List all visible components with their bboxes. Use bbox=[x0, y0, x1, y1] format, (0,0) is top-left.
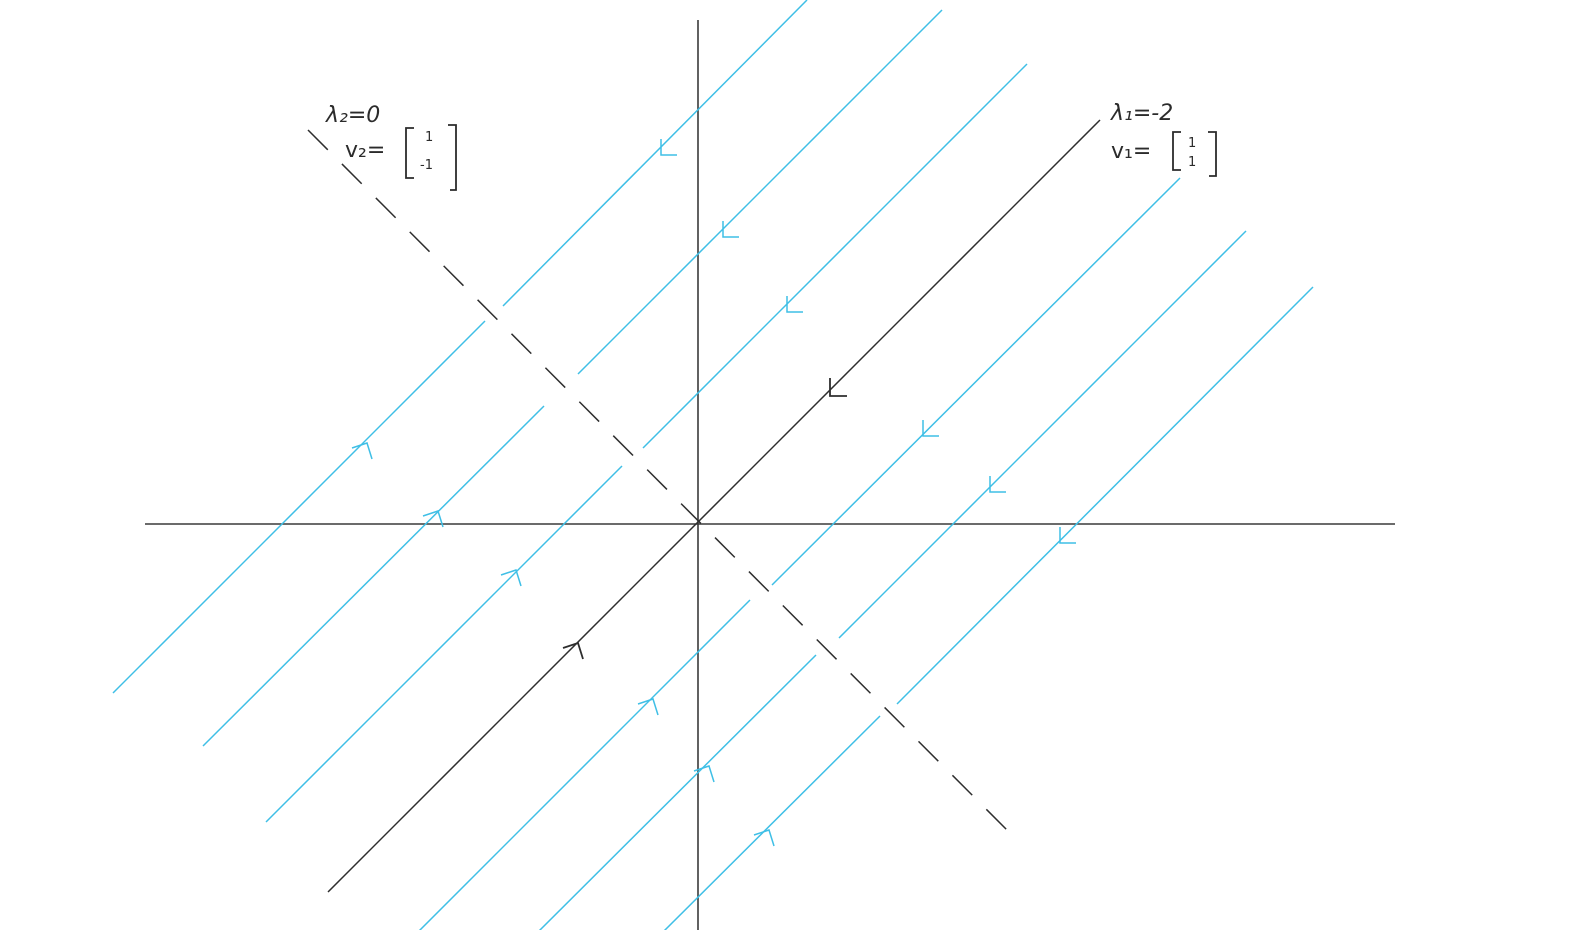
trajectory-arrow bbox=[500, 569, 522, 587]
trajectory-arrow bbox=[660, 139, 677, 156]
trajectory-arrow bbox=[989, 476, 1006, 493]
v2-entry-top: 1 bbox=[425, 130, 433, 145]
trajectory-line bbox=[538, 654, 817, 930]
trajectory-line bbox=[265, 465, 623, 823]
trajectory-line bbox=[896, 286, 1314, 705]
trajectory-arrow bbox=[422, 510, 444, 528]
v1-entry-bottom: 1 bbox=[1188, 155, 1196, 170]
trajectory-line bbox=[577, 9, 943, 375]
eigenline-v1 bbox=[327, 119, 1101, 893]
trajectory-arrow bbox=[637, 698, 659, 716]
trajectory-arrow bbox=[1059, 527, 1076, 544]
trajectory-line bbox=[418, 599, 751, 930]
trajectory-line bbox=[771, 177, 1181, 586]
trajectory-arrow bbox=[722, 221, 739, 238]
v2-left-bracket bbox=[405, 127, 414, 179]
trajectory-line bbox=[502, 0, 808, 307]
trajectory-arrow bbox=[922, 420, 939, 437]
v1-right-bracket bbox=[1208, 131, 1217, 177]
trajectory-line bbox=[202, 405, 545, 747]
trajectories bbox=[112, 0, 1314, 930]
v2-entry-bottom: -1 bbox=[420, 158, 433, 173]
trajectory-arrow bbox=[693, 765, 715, 783]
trajectory-line bbox=[838, 230, 1247, 639]
trajectory-line bbox=[663, 715, 881, 930]
v2-prefix: v₂= bbox=[345, 138, 385, 163]
trajectory-arrow bbox=[351, 442, 373, 460]
trajectory-line bbox=[112, 320, 486, 694]
v1-entry-top: 1 bbox=[1188, 136, 1196, 151]
trajectory-arrow bbox=[786, 296, 803, 313]
lambda2-label: λ₂=0 bbox=[325, 103, 380, 128]
v1-left-bracket bbox=[1172, 131, 1181, 171]
lambda1-label: λ₁=-2 bbox=[1110, 101, 1173, 126]
v1-prefix: v₁= bbox=[1111, 139, 1151, 164]
trajectory-arrow bbox=[753, 829, 775, 847]
trajectory-line bbox=[642, 63, 1028, 449]
eigenline-v1-upper-arrow bbox=[829, 378, 847, 397]
eigenline-v1-lower-arrow bbox=[562, 641, 584, 660]
v2-right-bracket bbox=[448, 124, 457, 191]
eigenline-v2-dashed bbox=[307, 129, 1011, 834]
